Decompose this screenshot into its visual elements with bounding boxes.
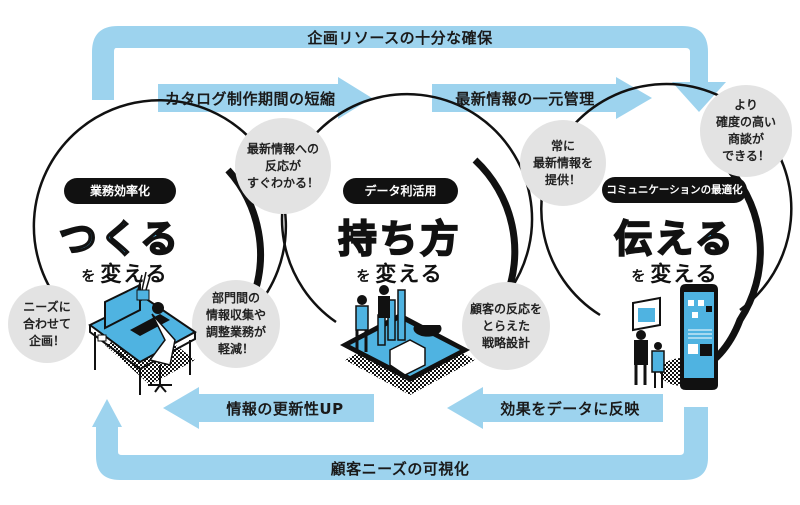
bubble-line: 企画！ [28, 333, 65, 348]
bubble-line: 部門間の [211, 291, 260, 305]
bubble-dept: 部門間の 情報収集や 調整業務が 軽減！ [192, 280, 280, 368]
stage-1-suffix-main: 変える [100, 262, 169, 286]
bubble-line: 提供！ [544, 172, 581, 187]
bottom-loop-arrowhead [92, 399, 122, 427]
bubble-line: とらえた [481, 318, 530, 333]
bubble-customer: 顧客の反応を とらえた 戦略設計 [462, 282, 550, 370]
arrow-3-shape [447, 387, 663, 429]
top-loop-arrowhead [672, 82, 726, 112]
bottom-loop-label: 顧客ニーズの可視化 [330, 460, 470, 478]
bubble-line: 軽減！ [217, 342, 254, 356]
bubble-line: 情報収集や [205, 308, 266, 322]
top-loop-label: 企画リソースの十分な確保 [307, 29, 493, 47]
bubble-line: 顧客の反応を [469, 301, 542, 316]
bubble-always-latest: 常に 最新情報を 提供！ [520, 120, 606, 206]
arrow-2-shape [432, 77, 652, 119]
stage-2-suffix: を変える [345, 258, 455, 288]
bubble-line: 常に [550, 138, 575, 153]
arrow-3-label: 効果をデータに反映 [500, 400, 640, 418]
stage-3-suffix-main: 変える [650, 262, 719, 286]
arrow-1-label: カタログ制作期間の短縮 [165, 90, 336, 108]
stage-1-title: つくる [58, 216, 182, 262]
bubble-line: 反応が [264, 158, 301, 173]
bubble-line: 確度の高い [715, 115, 776, 129]
stage-1-suffix-small: を [81, 269, 98, 285]
stage-2-pill: データ利活用 [343, 178, 458, 204]
arrow-2-label: 最新情報の一元管理 [455, 90, 595, 108]
bubble-line: 最新情報への [246, 141, 319, 156]
circle-tell [540, 82, 793, 317]
bubble-line: より [734, 98, 758, 112]
bubble-precise-deal: より 確度の高い 商談が できる！ [700, 85, 792, 177]
arrow-4-shape [163, 387, 374, 429]
stage-3-title: 伝える [613, 216, 736, 262]
bubble-line: 戦略設計 [481, 335, 530, 350]
stage-2-title: 持ち方 [337, 216, 462, 262]
circle-hold-thick [472, 157, 519, 302]
top-loop-arrow [92, 26, 708, 100]
arrow-4-label: 情報の更新性UP [226, 400, 344, 418]
bubble-line: 最新情報を [532, 155, 593, 170]
stage-2-suffix-small: を [356, 269, 373, 285]
stage-1-suffix: を変える [70, 258, 180, 288]
arrow-1-shape [158, 77, 372, 119]
circle-create [32, 98, 288, 311]
bubble-line: できる！ [722, 149, 770, 163]
circle-tell-thick [688, 167, 764, 379]
stage-1-pill: 業務効率化 [64, 178, 176, 204]
bubble-line: 調整業務が [205, 325, 266, 339]
bubble-line: すぐわかる！ [246, 175, 319, 190]
bubble-line: ニーズに [23, 299, 71, 314]
stage-3-suffix-small: を [631, 269, 648, 285]
bottom-loop-arrow [96, 407, 708, 480]
stage-2-suffix-main: 変える [375, 262, 444, 286]
bubble-latest-reaction: 最新情報への 反応が すぐわかる！ [235, 118, 331, 214]
stage-3-suffix: を変える [620, 258, 730, 288]
bubble-needs: ニーズに 合わせて 企画！ [8, 285, 86, 363]
bubble-line: 合わせて [22, 316, 71, 331]
stage-3-pill: コミュニケーションの最適化 [602, 177, 747, 203]
circle-hold [280, 92, 534, 324]
bubble-line: 商談が [727, 132, 764, 146]
